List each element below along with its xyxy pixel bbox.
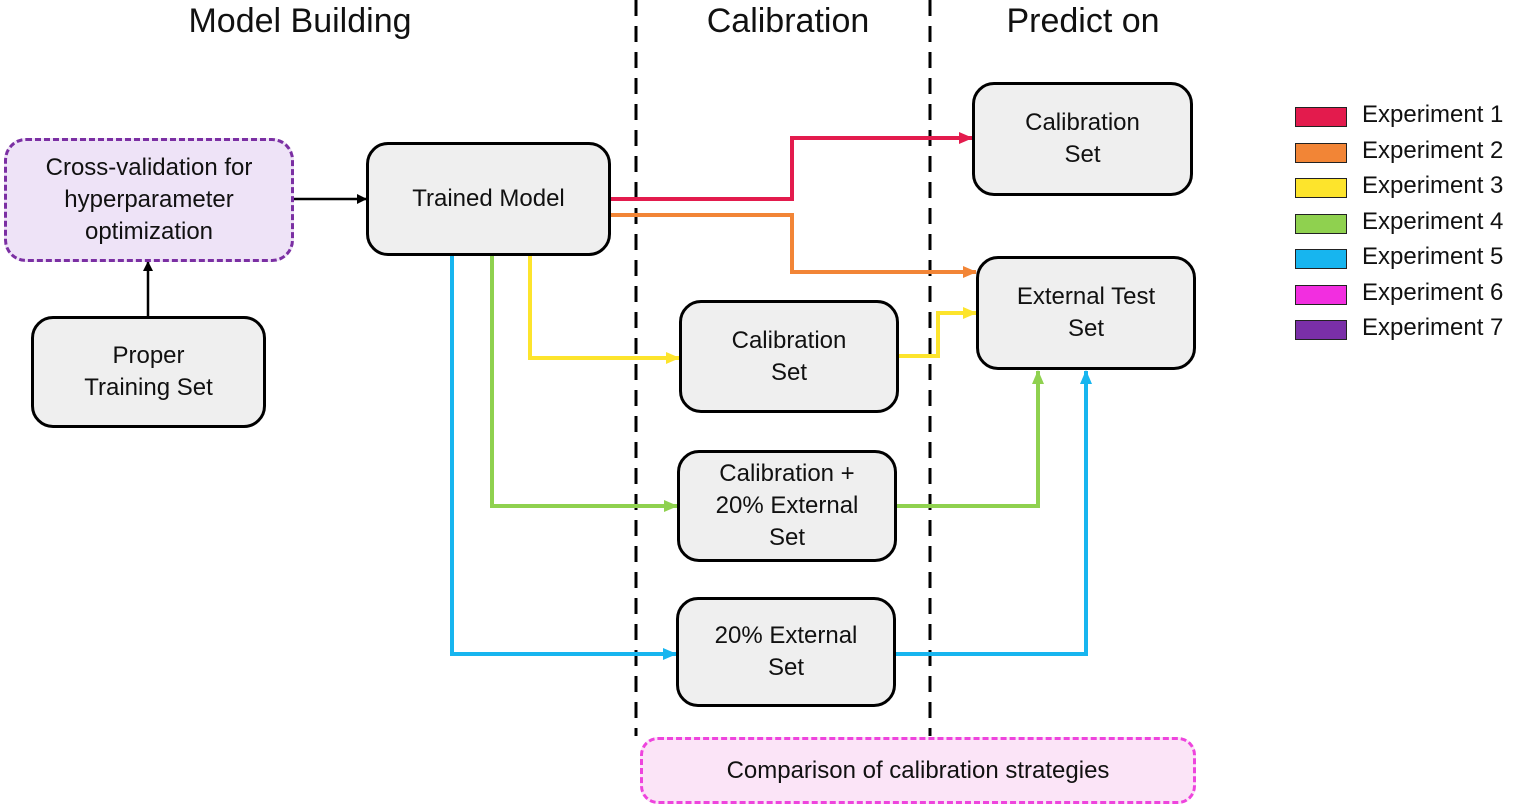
header-model-building: Model Building <box>188 2 412 40</box>
arrow-exp5-b <box>895 370 1092 656</box>
node-cross-validation-line-1: Cross-validation for <box>45 154 253 181</box>
node-calibration-plus-external-line-1: Calibration + <box>719 460 855 487</box>
node-calibration-plus-external-line-3: Set <box>768 524 806 551</box>
node-external-20-line-2: Set <box>767 654 805 681</box>
arrow-exp4-b <box>896 370 1044 508</box>
legend-swatch-4 <box>1295 213 1347 234</box>
node-proper-training-line-2: Training Set <box>84 374 213 401</box>
legend-swatch-5 <box>1295 249 1347 269</box>
arrow-exp1 <box>610 132 973 201</box>
legend-label-1: Experiment 1 <box>1362 101 1504 128</box>
node-external-20: 20% External Set <box>676 597 896 707</box>
arrow-exp4-a <box>490 256 678 512</box>
node-calibration-set-mid-line-1: Calibration <box>731 326 847 354</box>
arrow-exp2 <box>610 213 977 278</box>
node-proper-training-line-1: Proper <box>112 342 185 369</box>
node-comparison: Comparison of calibration strategies <box>640 737 1196 804</box>
node-calibration-set-mid: Calibration Set <box>679 300 899 413</box>
node-external-test-set-line-2: Set <box>1067 315 1104 342</box>
legend-item-experiment-2: Experiment 2 <box>1293 136 1521 168</box>
arrow-exp3-b <box>898 307 977 358</box>
node-comparison-label: Comparison of calibration strategies <box>726 756 1110 784</box>
node-cross-validation-line-2: hyperparameter <box>64 186 234 213</box>
legend-label-3: Experiment 3 <box>1362 172 1504 199</box>
node-calibration-set-predict-line-2: Set <box>1064 141 1101 168</box>
node-external-20-line-1: 20% External <box>714 622 858 649</box>
header-predict-on: Predict on <box>1006 2 1160 40</box>
node-calibration-plus-external: Calibration + 20% External Set <box>677 450 897 562</box>
arrow-exp5-a <box>450 256 677 660</box>
node-calibration-set-predict-line-1: Calibration <box>1025 109 1140 136</box>
legend-swatch-7 <box>1295 320 1347 340</box>
legend-item-experiment-4: Experiment 4 <box>1293 207 1521 239</box>
node-cross-validation-line-3: optimization <box>84 218 214 245</box>
node-calibration-plus-external-line-2: 20% External <box>715 492 859 519</box>
legend-label-2: Experiment 2 <box>1362 136 1504 164</box>
node-trained-model: Trained Model <box>366 142 611 256</box>
legend-swatch-3 <box>1295 178 1347 198</box>
legend-item-experiment-5: Experiment 5 <box>1293 243 1521 274</box>
legend-label-7: Experiment 7 <box>1362 314 1504 341</box>
legend-item-experiment-1: Experiment 1 <box>1293 101 1521 132</box>
legend-label-5: Experiment 5 <box>1362 243 1504 270</box>
legend-swatch-2 <box>1295 142 1347 163</box>
legend-swatch-1 <box>1295 107 1347 127</box>
legend-swatch-6 <box>1295 284 1347 305</box>
node-cross-validation: Cross-validation for hyperparameter opti… <box>4 138 294 262</box>
legend-item-experiment-3: Experiment 3 <box>1293 172 1521 203</box>
node-external-test-set-line-1: External Test <box>1016 283 1156 310</box>
node-proper-training-set: Proper Training Set <box>31 316 266 428</box>
legend-label-6: Experiment 6 <box>1362 278 1504 306</box>
node-calibration-set-mid-line-2: Set <box>770 358 807 386</box>
node-calibration-set-predict: Calibration Set <box>972 82 1193 196</box>
legend-item-experiment-7: Experiment 7 <box>1293 314 1521 345</box>
arrow-exp3-a <box>528 256 680 364</box>
header-calibration: Calibration <box>706 2 870 40</box>
legend-label-4: Experiment 4 <box>1362 207 1504 235</box>
node-external-test-set: External Test Set <box>976 256 1196 370</box>
legend-item-experiment-6: Experiment 6 <box>1293 278 1521 310</box>
node-trained-model-label: Trained Model <box>412 185 565 212</box>
